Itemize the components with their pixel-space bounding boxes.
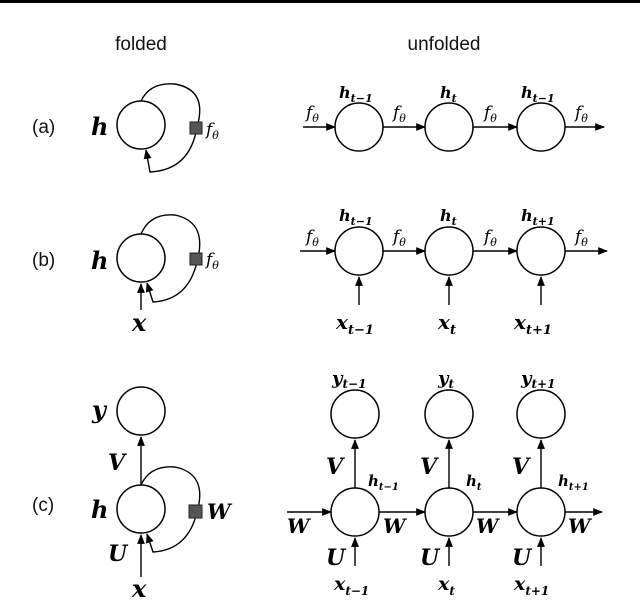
- node-h-t-1: [334, 102, 384, 152]
- panel-b: (b) h fθ x ht−1 ht ht+1 fθ fθ fθ: [32, 206, 608, 338]
- node-h-t: [424, 487, 474, 537]
- U-label: U: [326, 545, 347, 571]
- input-label: xt: [437, 310, 456, 338]
- W-label: W: [207, 499, 233, 524]
- delay-square: [189, 121, 203, 135]
- recurrent-loop: [140, 214, 201, 303]
- hidden-state-node: [116, 100, 166, 150]
- edge-label: fθ: [573, 227, 588, 249]
- output-node: [116, 386, 166, 436]
- panel-c: (c) y V h W U x: [32, 368, 603, 603]
- panel-b-label: (b): [32, 250, 55, 271]
- edge-label: fθ: [482, 103, 497, 125]
- V-label: V: [420, 454, 439, 480]
- input-label: xt+1: [513, 310, 552, 338]
- folded-input-label: x: [131, 308, 147, 337]
- fn-label: fθ: [204, 120, 219, 142]
- U-label: U: [108, 541, 129, 567]
- W-label: W: [476, 514, 501, 538]
- output-node-t-1: [330, 389, 380, 439]
- unfolded-header: unfolded: [408, 34, 481, 55]
- node-label: ht−1: [339, 83, 373, 105]
- node-h-t: [424, 102, 474, 152]
- delay-square: [188, 504, 203, 519]
- edge-label: fθ: [304, 103, 319, 125]
- node-h-t+1: [516, 487, 566, 537]
- W-label: W: [568, 514, 593, 538]
- output-label: yt−1: [331, 368, 366, 391]
- node-label: ht+1: [558, 472, 589, 493]
- U-label: U: [512, 545, 533, 571]
- panel-a-label: (a): [32, 117, 55, 138]
- node-label: ht: [440, 206, 457, 228]
- panel-b-unfolded: ht−1 ht ht+1 fθ fθ fθ fθ xt−1 xt xt+1: [300, 206, 608, 338]
- recurrent-loop: [140, 466, 201, 553]
- folded-state-label: h: [91, 112, 108, 141]
- node-h-t-1: [330, 487, 380, 537]
- input-label: xt−1: [335, 310, 374, 338]
- V-label: V: [512, 454, 531, 480]
- node-label: ht: [466, 472, 482, 493]
- U-label: U: [420, 545, 441, 571]
- panel-b-folded: h fθ x: [91, 214, 219, 337]
- output-label: yt: [437, 368, 454, 391]
- panel-a-unfolded: ht−1 ht ht−1 fθ fθ fθ fθ: [303, 83, 605, 152]
- edge-label: fθ: [304, 227, 319, 249]
- panel-c-folded: y V h W U x: [91, 386, 233, 603]
- node-label: ht+1: [521, 206, 555, 228]
- edge-label: fθ: [482, 227, 497, 249]
- folded-output-label: y: [91, 395, 108, 424]
- panel-c-unfolded: yt−1 yt yt+1 V V V ht−1 ht ht+1 W W W W …: [287, 368, 603, 598]
- edge-label: fθ: [391, 227, 406, 249]
- output-node-t+1: [516, 389, 566, 439]
- node-h-t+1: [516, 226, 566, 276]
- W-label: W: [287, 514, 312, 538]
- V-label: V: [108, 450, 127, 476]
- W-label: W: [383, 514, 408, 538]
- node-h-t: [424, 226, 474, 276]
- folded-input-label: x: [131, 574, 147, 603]
- node-label: ht−1: [521, 83, 555, 105]
- panel-a-folded: h fθ: [91, 83, 219, 173]
- recurrent-loop: [140, 83, 201, 173]
- panel-a: (a) h fθ ht−1 ht ht−1 fθ fθ fθ fθ: [32, 83, 605, 173]
- output-node-t: [424, 389, 474, 439]
- edge-label: fθ: [391, 103, 406, 125]
- panel-c-label: (c): [32, 495, 54, 516]
- input-label: xt: [437, 573, 455, 598]
- V-label: V: [326, 454, 345, 480]
- folded-state-label: h: [91, 495, 108, 524]
- output-label: yt+1: [520, 368, 555, 391]
- top-rule: [0, 0, 640, 3]
- delay-square: [189, 252, 203, 266]
- input-label: xt−1: [333, 573, 369, 598]
- folded-state-label: h: [91, 246, 108, 275]
- hidden-state-node: [116, 233, 166, 283]
- fn-label: fθ: [204, 250, 219, 272]
- node-label: ht−1: [368, 472, 399, 493]
- input-label: xt+1: [513, 573, 549, 598]
- edge-label: fθ: [573, 103, 588, 125]
- node-label: ht−1: [339, 206, 373, 228]
- node-h-t+1: [516, 102, 566, 152]
- node-h-t-1: [334, 226, 384, 276]
- folded-header: folded: [115, 34, 167, 55]
- node-label: ht: [440, 83, 457, 105]
- hidden-state-node: [116, 484, 166, 534]
